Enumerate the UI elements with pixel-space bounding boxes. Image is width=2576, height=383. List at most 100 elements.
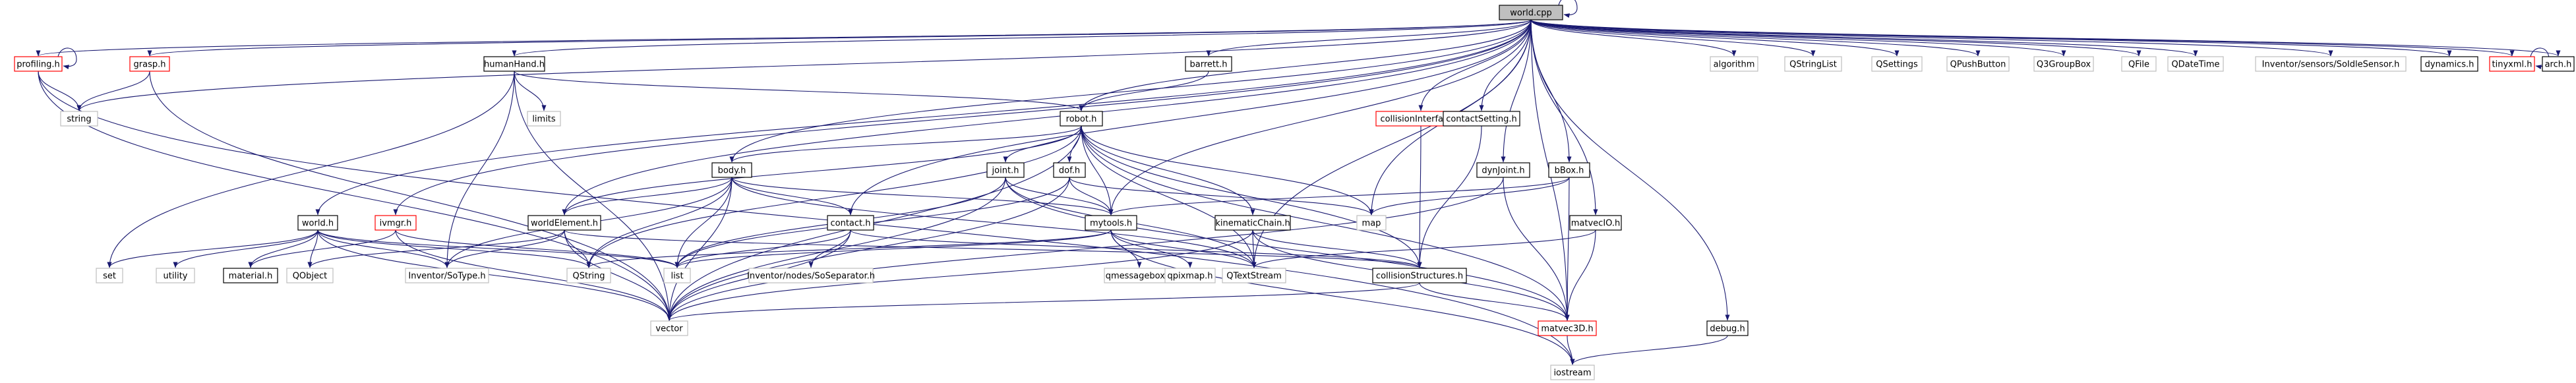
node-matvecIO_h[interactable]: matvecIO.h [1569,215,1622,231]
node-set[interactable]: set [96,268,123,283]
node-barrett_h[interactable]: barrett.h [1185,56,1232,72]
node-tinyxml_h[interactable]: tinyxml.h [2489,56,2535,72]
node-mytools_h[interactable]: mytools.h [1085,215,1137,231]
node-SoSeparator_h[interactable]: Inventor/nodes/SoSeparator.h [747,268,875,283]
edge-robot_h-to-matvec3D_h [1081,125,1570,321]
edge-mytools_h-to-QTextStream [1110,229,1257,268]
edge-collisionInterface_h-to-collisionStructures_h [1417,125,1422,268]
edge-world_cpp-to-grasp_h [148,19,1532,57]
node-label: QDateTime [2171,60,2219,70]
edge-contact_h-to-list [674,229,851,268]
edge-world_h-to-SoType_h [317,229,450,268]
node-string[interactable]: string [60,111,98,127]
node-QObject[interactable]: QObject [286,268,334,283]
node-box [1550,365,1595,380]
edge-robot_h-to-QTextStream [1081,125,1257,268]
edge-dof_h-to-mytools_h [1069,177,1114,216]
node-box [2420,56,2478,72]
node-box [527,215,601,231]
node-material_h[interactable]: material.h [223,268,278,283]
node-SoIdleSensor_h[interactable]: Inventor/sensors/SoIdleSensor.h [2255,56,2407,72]
node-matvec3D_h[interactable]: matvec3D.h [1538,320,1597,336]
node-contactSetting_h[interactable]: contactSetting.h [1443,111,1520,127]
node-map[interactable]: map [1356,215,1387,231]
node-SoType_h[interactable]: Inventor/SoType.h [405,268,489,283]
node-label: vector [655,324,683,334]
node-dof_h[interactable]: dof.h [1053,162,1086,178]
edge-collisionStructures_h-to-vector [667,282,1420,321]
node-QFile[interactable]: QFile [2121,56,2157,72]
node-bBox_h[interactable]: bBox.h [1548,162,1590,178]
node-limits[interactable]: limits [527,111,561,127]
node-list[interactable]: list [663,268,691,283]
node-box [1053,162,1086,178]
node-label: matvec3D.h [1541,324,1593,334]
node-qpixmap_h[interactable]: qpixmap.h [1164,268,1216,283]
node-label: list [671,272,683,281]
node-box [663,268,691,283]
node-debug_h[interactable]: debug.h [1706,320,1749,336]
node-label: profiling.h [16,60,60,70]
node-label: Inventor/SoType.h [408,272,485,281]
node-label: QObject [293,272,328,281]
node-utility[interactable]: utility [156,268,195,283]
node-box [2167,56,2224,72]
node-grasp_h[interactable]: grasp.h [129,56,170,72]
node-QSettings[interactable]: QSettings [1871,56,1923,72]
node-kinematicChain_h[interactable]: kinematicChain.h [1214,215,1291,231]
node-robot_h[interactable]: robot.h [1060,111,1103,127]
node-dynamics_h[interactable]: dynamics.h [2420,56,2478,72]
node-QString[interactable]: QString [566,268,611,283]
edge-mytools_h-to-iostream [1110,229,1575,365]
node-profiling_h[interactable]: profiling.h [14,56,63,72]
node-box [2489,56,2535,72]
node-iostream[interactable]: iostream [1550,365,1595,380]
edge-world_cpp-to-humanHand_h [512,19,1532,57]
edge-world_cpp-to-string [76,19,1532,111]
node-collisionStructures_h[interactable]: collisionStructures.h [1372,268,1467,283]
node-box [129,56,170,72]
node-joint_h[interactable]: joint.h [986,162,1025,178]
node-dynJoint_h[interactable]: dynJoint.h [1476,162,1530,178]
edge-world_cpp-to-SoIdleSensor_h [1530,19,2333,57]
node-QTextStream[interactable]: QTextStream [1222,268,1286,283]
node-box [2121,56,2157,72]
node-world_h[interactable]: world.h [297,215,338,231]
node-label: humanHand.h [484,60,545,70]
node-label: iostream [1553,368,1591,378]
node-algorithm[interactable]: algorithm [1710,56,1758,72]
node-arch_h[interactable]: arch.h [2542,56,2575,72]
node-ivmgr_h[interactable]: ivmgr.h [374,215,417,231]
node-qmessagebox_h[interactable]: qmessagebox.h [1104,268,1175,283]
edge-world_cpp-to-Q3GroupBox [1530,19,2066,57]
node-world_cpp[interactable]: world.cpp [1499,5,1563,20]
node-box [14,56,63,72]
node-label: robot.h [1066,115,1097,125]
node-label: set [103,272,116,281]
node-label: joint.h [992,166,1019,176]
node-QPushButton[interactable]: QPushButton [1946,56,2010,72]
node-body_h[interactable]: body.h [711,162,752,178]
node-box [1946,56,2010,72]
node-box [1214,215,1291,231]
edge-body_h-to-worldElement_h [562,177,733,216]
edge-barrett_h-to-robot_h [1079,71,1209,111]
node-contact_h[interactable]: contact.h [827,215,874,231]
node-Q3GroupBox[interactable]: Q3GroupBox [2033,56,2094,72]
node-label: worldElement.h [531,219,598,229]
node-label: Inventor/nodes/SoSeparator.h [747,272,875,281]
node-QDateTime[interactable]: QDateTime [2167,56,2224,72]
node-box [1548,162,1590,178]
node-worldElement_h[interactable]: worldElement.h [527,215,601,231]
node-label: QStringList [1789,60,1837,70]
node-label: QTextStream [1226,272,1282,281]
node-label: bBox.h [1555,166,1584,176]
edge-world_cpp-to-QTextStream [1251,19,1532,268]
edge-bBox_h-to-map [1369,177,1570,216]
node-vector[interactable]: vector [650,320,688,336]
edge-world_h-to-list [317,229,680,268]
edge-robot_h-to-body_h [729,125,1082,163]
node-box [650,320,688,336]
node-humanHand_h[interactable]: humanHand.h [483,56,545,72]
node-QStringList[interactable]: QStringList [1784,56,1842,72]
